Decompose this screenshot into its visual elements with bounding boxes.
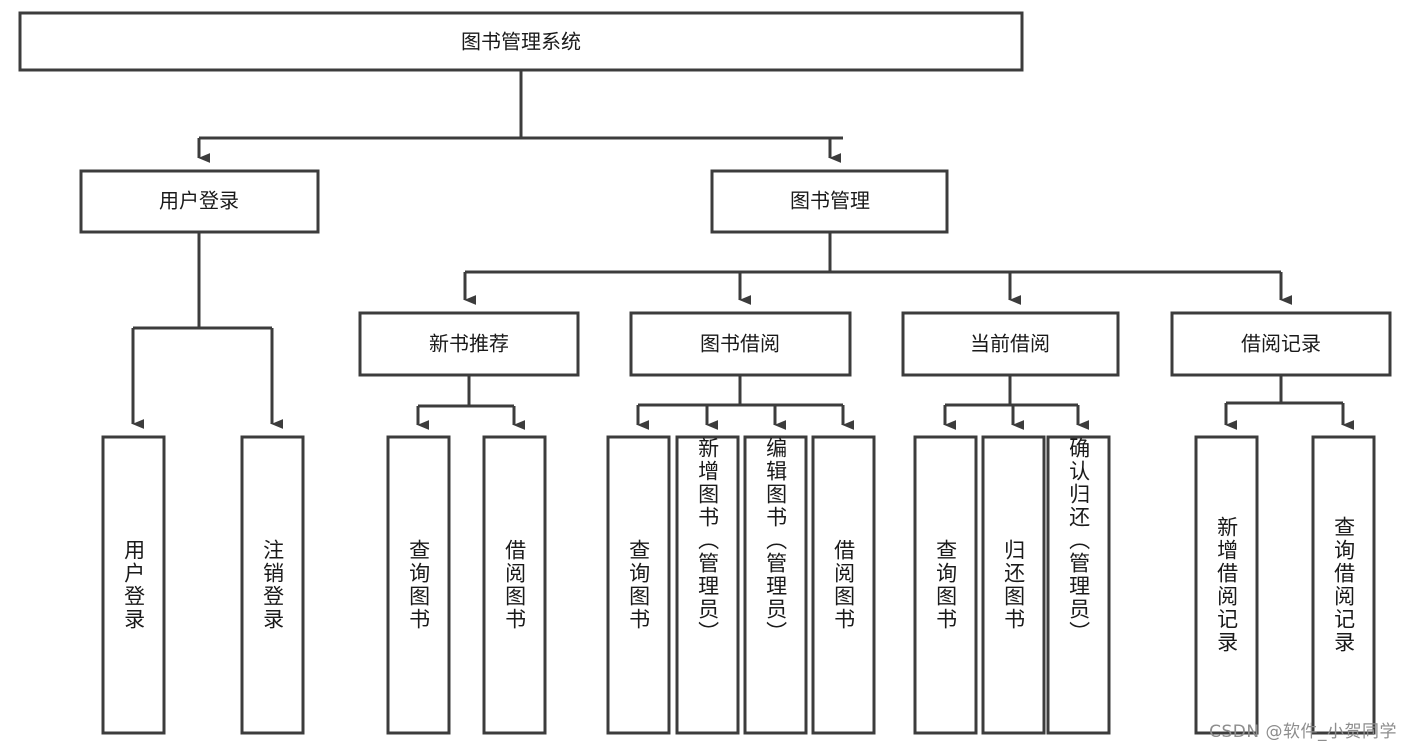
connector-borrowrecord-to-leaves bbox=[1224, 375, 1355, 430]
node-borrow-record-label: 借阅记录 bbox=[1241, 332, 1321, 356]
leaf-box-edit-book-admin[interactable] bbox=[743, 435, 808, 735]
leaf-box-add-borrow-record[interactable] bbox=[1194, 435, 1259, 735]
connector-root-to-level2 bbox=[197, 70, 843, 163]
connector-bookmgmt-to-level3 bbox=[463, 232, 1293, 305]
node-current-borrow-label: 当前借阅 bbox=[970, 332, 1050, 356]
node-root-system[interactable]: 图书管理系统 bbox=[18, 11, 1024, 72]
node-new-book-recommend[interactable]: 新书推荐 bbox=[358, 311, 580, 377]
node-book-borrow-label: 图书借阅 bbox=[700, 332, 780, 356]
node-borrow-record[interactable]: 借阅记录 bbox=[1170, 311, 1392, 377]
node-book-borrow[interactable]: 图书借阅 bbox=[629, 311, 852, 377]
leaf-box-query-book-2[interactable] bbox=[606, 435, 671, 735]
connector-userlogin-to-leaves bbox=[131, 232, 284, 429]
node-user-login[interactable]: 用户登录 bbox=[79, 169, 320, 234]
watermark-text: CSDN @软件_小贺同学 bbox=[1209, 722, 1397, 742]
connector-currentborrow-to-leaves bbox=[943, 375, 1090, 430]
leaf-box-return-book[interactable] bbox=[981, 435, 1046, 735]
connector-newbook-to-leaves bbox=[416, 375, 526, 430]
node-root-system-label: 图书管理系统 bbox=[461, 30, 581, 54]
node-book-management-label: 图书管理 bbox=[790, 189, 870, 213]
connector-bookborrow-to-leaves bbox=[636, 375, 855, 430]
node-current-borrow[interactable]: 当前借阅 bbox=[901, 311, 1120, 377]
node-user-login-label: 用户登录 bbox=[159, 189, 239, 213]
leaf-box-borrow-book-2[interactable] bbox=[811, 435, 876, 735]
leaf-box-borrow-book-1[interactable] bbox=[482, 435, 547, 735]
leaf-box-query-borrow-record[interactable] bbox=[1311, 435, 1376, 735]
leaf-box-query-book-3[interactable] bbox=[913, 435, 978, 735]
node-book-management[interactable]: 图书管理 bbox=[710, 169, 949, 234]
leaf-box-logout[interactable] bbox=[240, 435, 305, 735]
leaf-box-query-book-1[interactable] bbox=[386, 435, 451, 735]
leaf-box-user-login[interactable] bbox=[101, 435, 166, 735]
leaf-boxes bbox=[101, 435, 1376, 735]
leaf-box-confirm-return-admin[interactable] bbox=[1046, 435, 1111, 735]
node-new-book-recommend-label: 新书推荐 bbox=[429, 332, 509, 356]
leaf-box-add-book-admin[interactable] bbox=[675, 435, 740, 735]
